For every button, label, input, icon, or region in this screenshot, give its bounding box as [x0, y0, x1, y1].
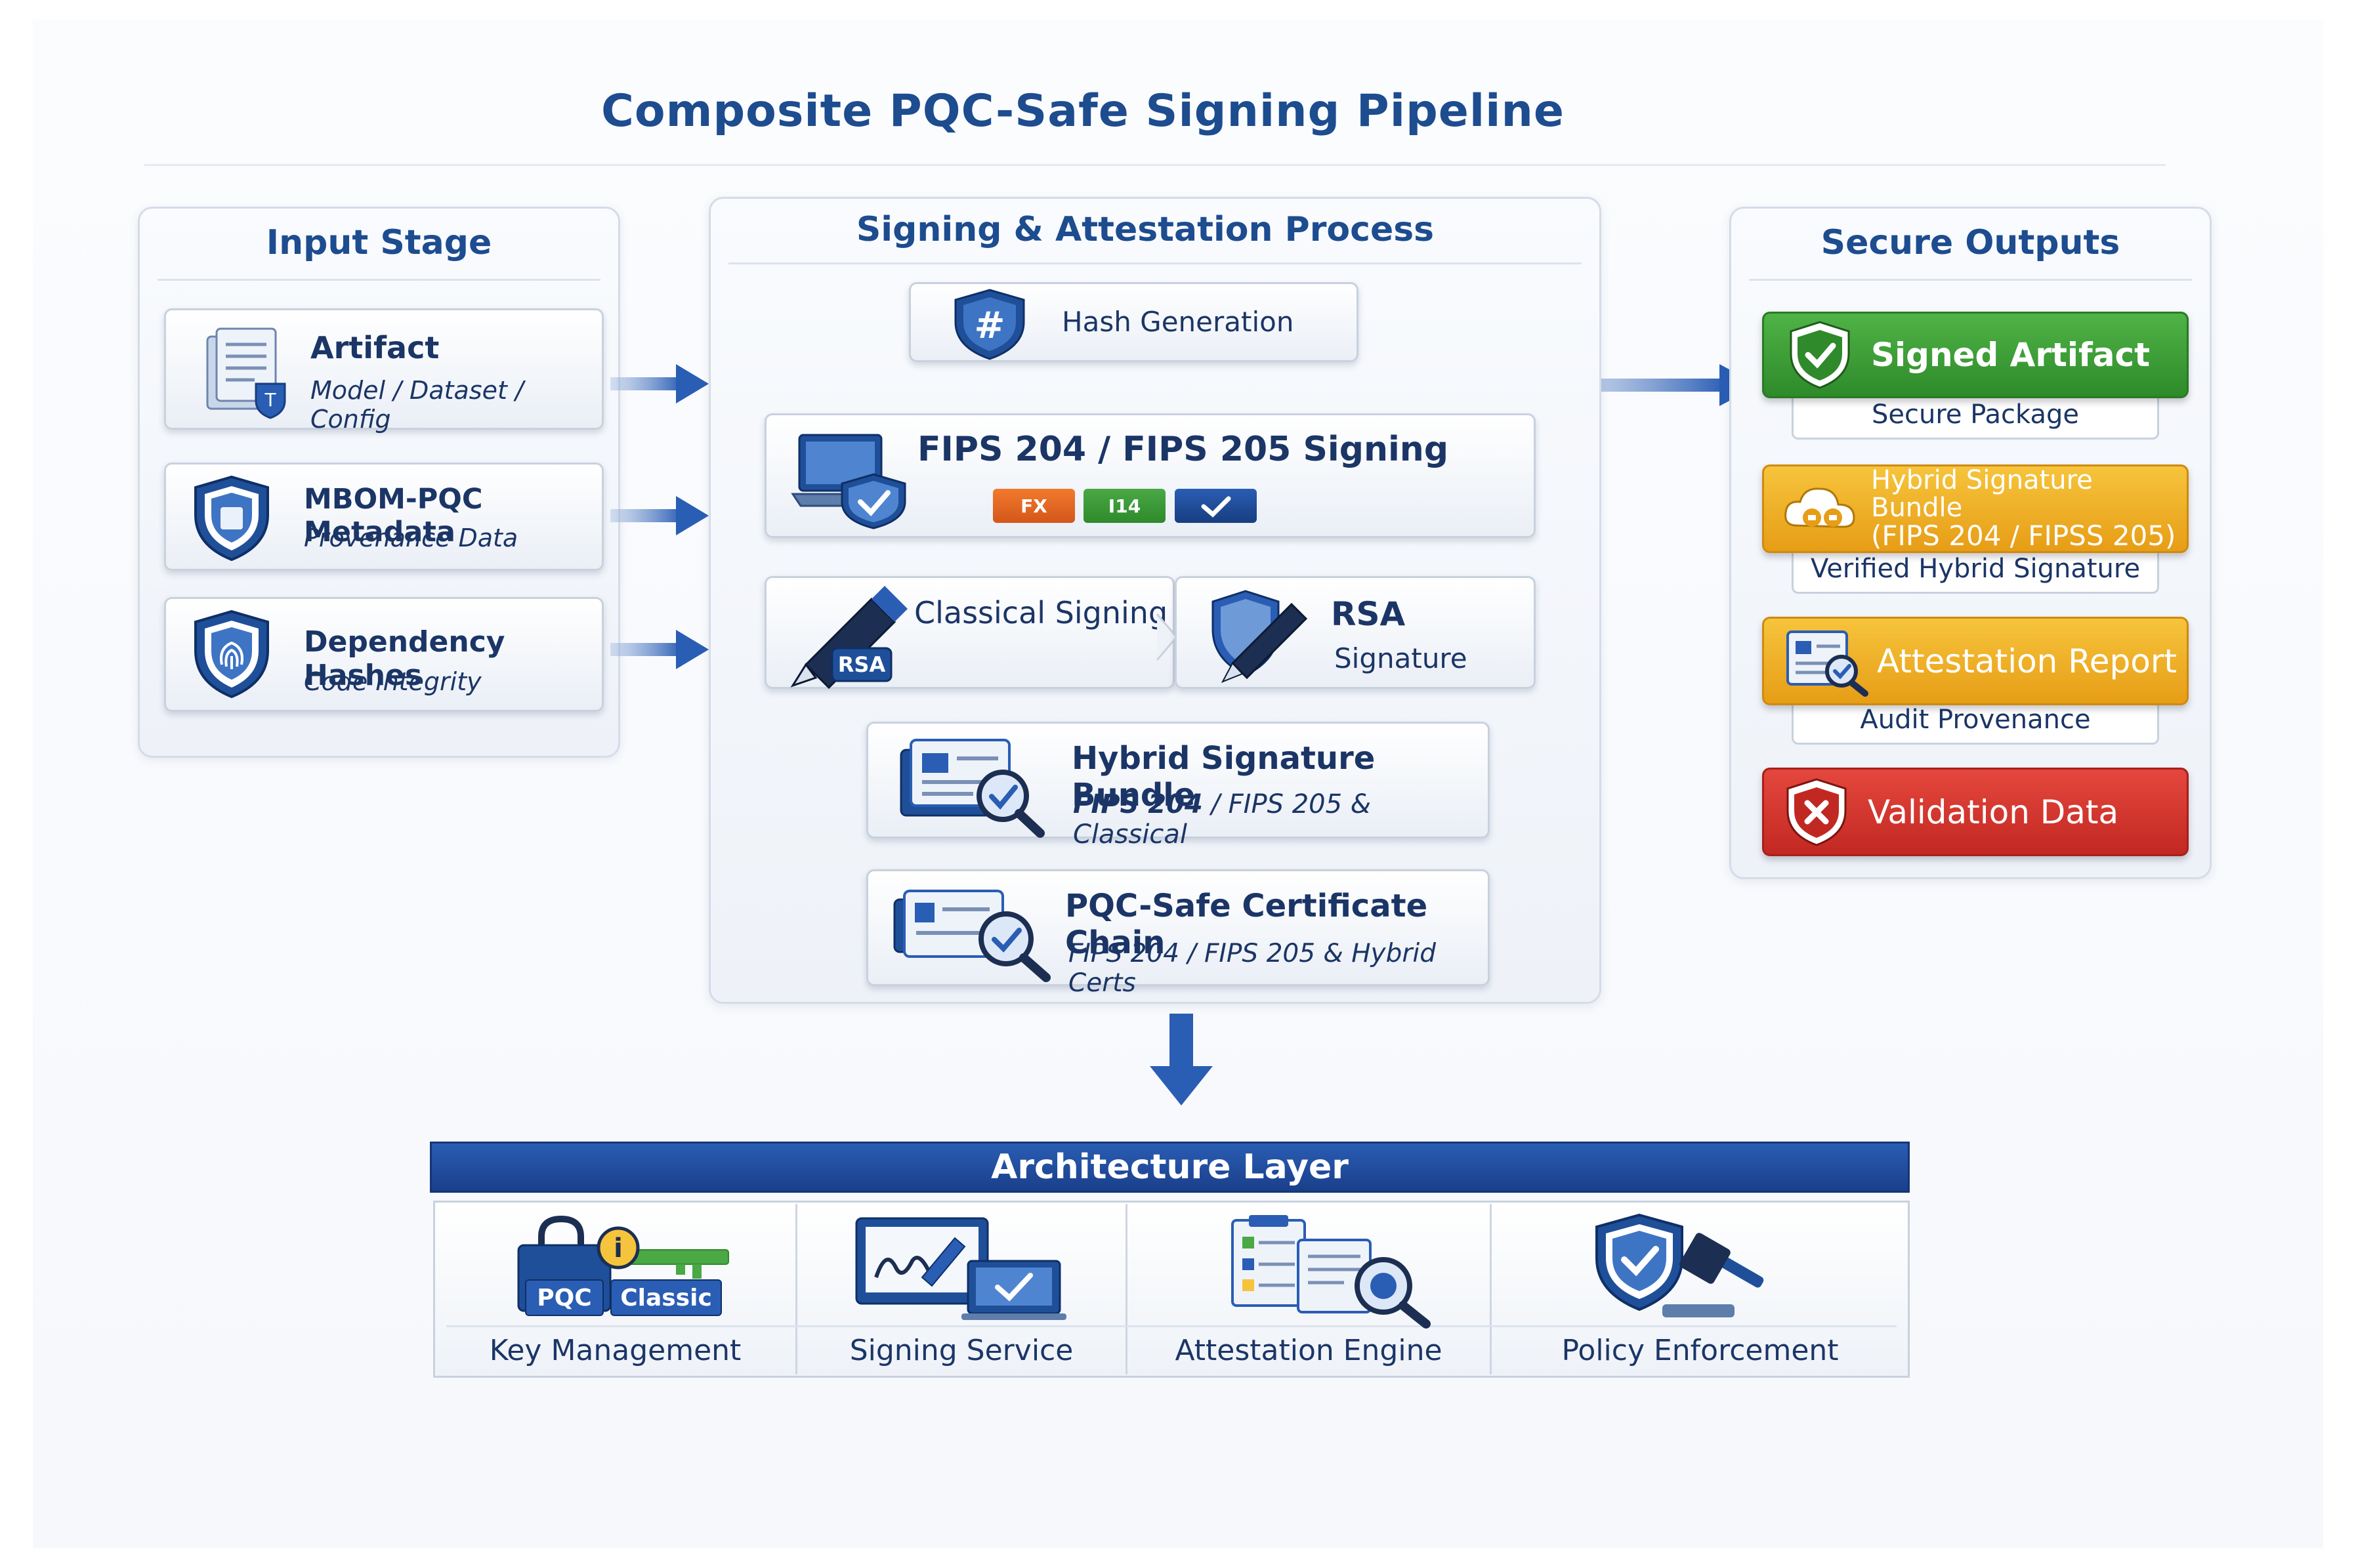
hybrid-bundle-title: Hybrid Signature Bundle — [1072, 740, 1376, 814]
validation-data-label: Validation Data — [1868, 793, 2119, 831]
outputs-title: Secure Outputs — [1820, 223, 2120, 262]
mbom-subtitle: Provenance Data — [304, 524, 518, 552]
validation-data-button[interactable]: Validation Data — [1762, 768, 2189, 856]
arch-label-attestation-engine: Attestation Engine — [1175, 1334, 1442, 1367]
check-icon — [1201, 496, 1231, 518]
hybrid-bundle-subtitle-rest: / FIPS 205 & Classical — [1073, 789, 1371, 850]
cloud-lock-icon — [1784, 487, 1855, 528]
input-stage-divider — [158, 279, 600, 281]
deps-title: Dependency Hashes — [304, 625, 505, 692]
svg-text:i: i — [614, 1233, 623, 1264]
mbom-title: MBOM-PQC Metadata — [304, 483, 483, 548]
artifact-title: Artifact — [310, 330, 440, 365]
dependency-card[interactable]: Dependency Hashes Code Integrity — [164, 597, 604, 712]
certificate-search-icon — [893, 890, 1051, 982]
hybrid-output-label-line2: (FIPS 204 / FIPSS 205) — [1871, 520, 2176, 552]
hybrid-output-button[interactable]: Hybrid Signature Bundle (FIPS 204 / FIPS… — [1762, 464, 2189, 553]
signed-artifact-sub: Secure Package — [1792, 394, 2159, 440]
shield-pen-icon — [1211, 590, 1308, 683]
architecture-title: Architecture Layer — [991, 1147, 1349, 1187]
fips-chip-i14: I14 — [1083, 489, 1166, 523]
classical-signing-title: Classical Signing — [914, 595, 1168, 630]
arch-item-key-management[interactable]: i PQC Classic Key Management — [436, 1207, 794, 1371]
hybrid-bundle-subtitle-bold: FIPS 204 — [1073, 789, 1203, 819]
shield-check-icon — [1790, 321, 1850, 389]
laptop-shield-icon — [791, 434, 906, 529]
signed-artifact-button[interactable]: Signed Artifact — [1762, 312, 2189, 398]
arch-item-policy-enforcement[interactable]: Policy Enforcement — [1492, 1207, 1908, 1371]
architecture-divider-3 — [1490, 1204, 1492, 1374]
hybrid-bundle-card[interactable]: Hybrid Signature Bundle FIPS 204 / FIPS … — [866, 722, 1490, 850]
mbom-card[interactable]: MBOM-PQC Metadata Provenance Data — [164, 463, 604, 571]
hybrid-output-label: Hybrid Signature Bundle (FIPS 204 / FIPS… — [1871, 466, 2187, 550]
attestation-report-sub: Audit Provenance — [1792, 699, 2159, 745]
pen-icon: RSA — [790, 586, 908, 690]
report-search-icon — [1786, 630, 1868, 697]
input-stage-title: Input Stage — [266, 223, 492, 262]
rsa-chip-label: RSA — [838, 652, 886, 677]
arch-item-signing-service[interactable]: Signing Service — [797, 1207, 1125, 1371]
arrow-artifact-right — [610, 364, 709, 403]
classical-signing-card[interactable]: RSA Classical Signing — [765, 576, 1178, 690]
hash-generation-label: Hash Generation — [1062, 306, 1294, 338]
rsa-signature-card[interactable]: RSA Signature — [1175, 576, 1536, 689]
hash-shield-icon: # — [954, 289, 1025, 360]
arch-label-key-management: Key Management — [489, 1334, 742, 1367]
attestation-report-label: Attestation Report — [1877, 642, 2177, 680]
attestation-report-button[interactable]: Attestation Report — [1762, 617, 2189, 705]
artifact-card[interactable]: T Artifact Model / Dataset / Config — [164, 308, 604, 434]
page-title: Composite PQC-Safe Signing Pipeline — [600, 85, 1565, 137]
arrow-mbom-right — [610, 496, 709, 535]
artifact-subtitle: Model / Dataset / Config — [310, 376, 524, 434]
certificate-chain-title: PQC-Safe Certificate Chain — [1065, 888, 1428, 961]
fingerprint-shield-icon — [194, 609, 269, 699]
architecture-divider-2 — [1125, 1204, 1127, 1374]
fips-chip-fx: FX — [993, 489, 1075, 523]
signed-artifact-sub-label: Secure Package — [1871, 400, 2080, 430]
attestation-engine-icon — [1231, 1215, 1431, 1329]
svg-text:#: # — [975, 304, 1005, 347]
arch-label-signing-service: Signing Service — [849, 1334, 1074, 1367]
rsa-subtitle: Signature — [1334, 642, 1467, 674]
signed-artifact-label: Signed Artifact — [1871, 336, 2151, 374]
fips-chip-check — [1175, 489, 1257, 523]
arch-label-policy-enforcement: Policy Enforcement — [1561, 1334, 1839, 1367]
hybrid-output-label-line1: Hybrid Signature Bundle — [1871, 465, 2093, 524]
fips-signing-title: FIPS 204 / FIPS 205 Signing — [917, 430, 1449, 469]
deps-subtitle: Code Integrity — [304, 667, 482, 696]
rsa-title: RSA — [1331, 595, 1406, 633]
process-title: Signing & Attestation Process — [856, 210, 1435, 249]
svg-text:T: T — [264, 389, 276, 411]
monitor-signature-icon — [855, 1217, 1066, 1320]
process-divider — [728, 262, 1582, 264]
architecture-header: Architecture Layer — [430, 1142, 1910, 1193]
key-chip-pqc: PQC — [525, 1279, 604, 1316]
attestation-report-sub-label: Audit Provenance — [1860, 705, 2091, 735]
hybrid-bundle-subtitle: FIPS 204 / FIPS 205 & Classical — [1073, 789, 1488, 850]
shield-icon — [194, 475, 269, 562]
architecture-divider-1 — [795, 1204, 797, 1374]
key-chip-classic: Classic — [610, 1279, 722, 1316]
hybrid-output-sub: Verified Hybrid Signature — [1792, 548, 2159, 594]
shield-x-icon — [1786, 777, 1847, 846]
hybrid-output-sub-label: Verified Hybrid Signature — [1810, 554, 2141, 584]
fips-signing-card[interactable]: FIPS 204 / FIPS 205 Signing FX I14 — [765, 413, 1536, 538]
document-icon: T — [206, 327, 286, 419]
document-search-icon — [900, 739, 1045, 838]
arrow-deps-right — [610, 630, 709, 669]
shield-gavel-icon — [1595, 1213, 1764, 1317]
outputs-divider — [1749, 279, 2192, 281]
hash-generation-card[interactable]: # Hash Generation — [909, 282, 1358, 362]
title-divider — [144, 164, 2166, 166]
certificate-chain-card[interactable]: PQC-Safe Certificate Chain FIPS 204 / FI… — [866, 869, 1490, 998]
arch-item-attestation-engine[interactable]: Attestation Engine — [1127, 1207, 1490, 1371]
architecture-label-rule — [446, 1325, 1897, 1327]
arrow-process-to-architecture — [1150, 1014, 1213, 1105]
certificate-chain-subtitle: FIPS 204 / FIPS 205 & Hybrid Certs — [1068, 939, 1437, 998]
